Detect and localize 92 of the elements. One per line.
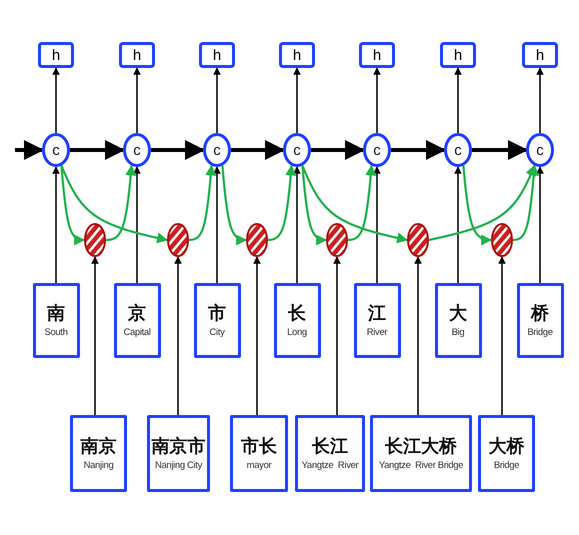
arrow xyxy=(91,256,99,415)
english-gloss: Nanjing xyxy=(84,458,114,472)
curved-arrow xyxy=(268,164,296,242)
word-box xyxy=(230,415,288,492)
english-gloss: South xyxy=(44,326,68,340)
arrow xyxy=(454,67,462,133)
character-box xyxy=(274,283,320,358)
cell-state-circle: c xyxy=(444,133,472,167)
curved-arrow xyxy=(428,164,536,242)
chinese-text: 长江大桥 xyxy=(385,434,457,458)
curved-arrow xyxy=(348,164,376,242)
arrow xyxy=(15,140,44,160)
curved-arrow xyxy=(512,164,540,242)
arrow xyxy=(373,67,381,133)
cell-state-circle: c xyxy=(123,133,151,167)
english-gloss: Big xyxy=(452,326,464,340)
character-box xyxy=(354,283,400,358)
chinese-text: 长江 xyxy=(312,434,348,458)
curved-arrow xyxy=(188,164,216,242)
arrow xyxy=(70,140,125,160)
arrow xyxy=(373,166,381,283)
curved-arrow xyxy=(60,166,86,245)
arrow xyxy=(174,256,182,415)
arrow xyxy=(293,67,301,133)
output-box: h xyxy=(522,42,558,68)
english-gloss: Yangtze River xyxy=(302,458,358,472)
arrow xyxy=(151,140,205,160)
output-box: h xyxy=(38,42,74,68)
curved-arrow xyxy=(301,166,328,245)
chinese-text: 市长 xyxy=(241,434,277,458)
output-box: h xyxy=(119,42,155,68)
curved-arrow xyxy=(106,164,136,242)
arrow xyxy=(333,256,341,415)
arrow xyxy=(414,256,422,415)
english-gloss: Capital xyxy=(123,326,151,340)
arrow xyxy=(231,140,285,160)
chinese-text: 江 xyxy=(368,302,386,324)
chinese-text: 南 xyxy=(47,302,65,324)
arrow xyxy=(293,166,301,283)
arrow xyxy=(213,166,221,283)
character-box xyxy=(516,283,564,358)
word-box xyxy=(147,415,210,492)
arrow xyxy=(52,166,60,283)
output-box: h xyxy=(440,42,476,68)
word-box xyxy=(295,415,365,492)
output-box: h xyxy=(279,42,315,68)
output-box: h xyxy=(359,42,395,68)
curved-arrow xyxy=(60,165,168,244)
arrow xyxy=(311,140,365,160)
english-gloss: River xyxy=(366,326,388,340)
arrow xyxy=(213,67,221,133)
arrow xyxy=(133,166,141,283)
character-box xyxy=(194,283,240,358)
cell-state-circle: c xyxy=(526,133,554,167)
arrow xyxy=(536,67,544,133)
arrow xyxy=(391,140,446,160)
chinese-text: 南京市 xyxy=(152,434,206,458)
arrow xyxy=(536,166,544,283)
output-box: h xyxy=(199,42,235,68)
cell-state-circle: c xyxy=(363,133,391,167)
word-box xyxy=(370,415,472,492)
chinese-text: 市 xyxy=(208,302,226,324)
english-gloss: mayor xyxy=(246,458,272,472)
english-gloss: Bridge xyxy=(527,326,553,340)
english-gloss: City xyxy=(210,326,224,340)
curved-arrow xyxy=(462,166,492,245)
english-gloss: Yangtze River Bridge xyxy=(378,458,464,472)
character-box xyxy=(434,283,482,358)
character-box xyxy=(32,283,80,358)
cell-state-circle: c xyxy=(203,133,231,167)
arrow xyxy=(472,140,528,160)
curved-arrow xyxy=(301,165,408,244)
arrow xyxy=(52,67,60,133)
curved-arrow xyxy=(221,166,248,245)
english-gloss: Long xyxy=(287,326,307,340)
arrow xyxy=(498,256,506,415)
chinese-text: 南京 xyxy=(80,434,116,458)
arrow xyxy=(454,166,462,283)
english-gloss: Nanjing City xyxy=(154,458,202,472)
chinese-text: 大 xyxy=(449,302,467,324)
chinese-text: 大桥 xyxy=(488,434,524,458)
character-box xyxy=(114,283,160,358)
arrow xyxy=(133,67,141,133)
word-box xyxy=(478,415,535,492)
cell-state-circle: c xyxy=(283,133,311,167)
word-box xyxy=(70,415,127,492)
arrow xyxy=(253,256,261,415)
chinese-text: 长 xyxy=(288,302,306,324)
cell-state-circle: c xyxy=(42,133,70,167)
chinese-text: 京 xyxy=(128,302,146,324)
english-gloss: Bridge xyxy=(494,458,520,472)
chinese-text: 桥 xyxy=(531,302,549,324)
